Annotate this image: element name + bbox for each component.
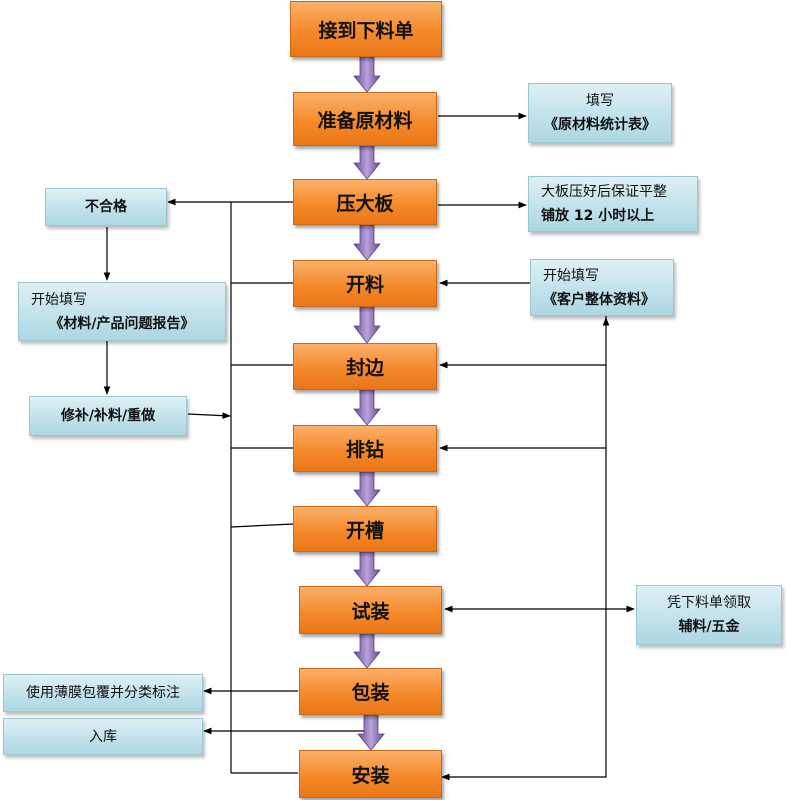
flow-arrow-9: [357, 714, 385, 751]
flow-arrow-1: [353, 56, 381, 93]
process-step-label: 试装: [351, 600, 390, 623]
note-repair: 修补/补料/重做: [29, 396, 187, 436]
note-line: 开始填写: [31, 291, 87, 308]
note-line: 开始填写: [543, 267, 599, 284]
flow-arrow-6: [353, 471, 381, 507]
process-step-label: 开槽: [345, 519, 384, 542]
note-line: 凭下料单领取: [667, 595, 751, 611]
line-groove-left: [230, 523, 294, 528]
process-step-label: 开料: [345, 274, 384, 296]
note-press: 大板压好后保证平整 铺放 12 小时以上: [528, 176, 698, 232]
flow-arrow-4: [353, 306, 381, 344]
process-step-label: 排钻: [345, 439, 384, 461]
note-line: 使用薄膜包覆并分类标注: [26, 685, 180, 701]
line-repair-to-loop: [187, 412, 231, 419]
process-step-receive: 接到下料单: [290, 1, 442, 57]
note-line-form-name: 《客户整体资料》: [543, 291, 655, 308]
process-step-press: 压大板: [293, 179, 437, 225]
note-report: 开始填写 《材料/产品问题报告》: [18, 282, 226, 341]
note-line: 辅料/五金: [678, 619, 740, 635]
process-step-label: 压大板: [336, 192, 394, 215]
process-step-edge: 封边: [293, 343, 437, 390]
note-line-form-name: 《材料/产品问题报告》: [49, 315, 195, 332]
line-customer-to-install: [441, 316, 607, 781]
note-line: 填写: [586, 93, 614, 109]
process-step-label: 准备原材料: [317, 109, 413, 132]
process-step-trial: 试装: [299, 586, 442, 634]
process-step-label: 封边: [345, 357, 384, 379]
process-step-groove: 开槽: [293, 506, 437, 552]
process-step-label: 包装: [351, 682, 390, 704]
note-line: 入库: [89, 728, 117, 745]
note-storage: 入库: [3, 718, 203, 755]
note-customer: 开始填写 《客户整体资料》: [530, 259, 674, 316]
note-film: 使用薄膜包覆并分类标注: [3, 674, 203, 712]
flow-arrow-7: [353, 551, 381, 587]
process-step-drill: 排钻: [293, 425, 437, 472]
note-line: 修补/补料/重做: [60, 408, 156, 424]
process-step-install: 安装: [299, 750, 442, 798]
process-step-pack: 包装: [299, 668, 442, 715]
note-line-form-name: 《原材料统计表》: [544, 117, 656, 133]
process-step-cut: 开料: [293, 260, 437, 307]
flow-arrow-5: [353, 389, 381, 426]
note-unqualified: 不合格: [45, 188, 167, 226]
process-step-label: 接到下料单: [318, 19, 414, 42]
note-line: 不合格: [85, 199, 127, 215]
note-line: 铺放 12 小时以上: [541, 208, 655, 224]
flow-arrow-3: [353, 224, 381, 261]
process-step-label: 安装: [351, 764, 390, 787]
note-voucher: 凭下料单领取 辅料/五金: [636, 585, 782, 645]
note-fill-form: 填写 《原材料统计表》: [528, 83, 672, 143]
process-step-prepare: 准备原材料: [293, 92, 437, 146]
flow-arrow-8: [353, 633, 381, 669]
note-line: 大板压好后保证平整: [541, 184, 667, 200]
flow-arrow-2: [353, 145, 381, 180]
